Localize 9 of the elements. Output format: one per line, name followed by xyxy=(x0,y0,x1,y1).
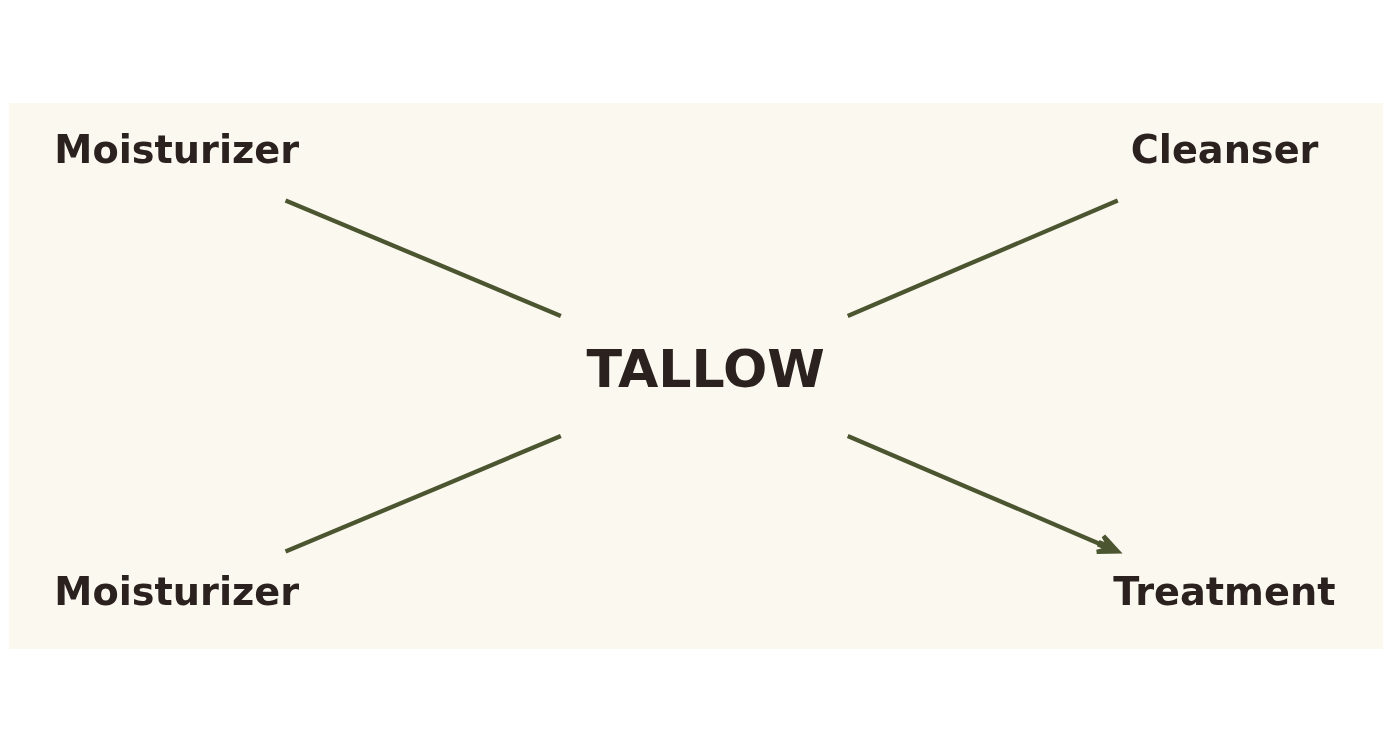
arrow xyxy=(846,434,1120,555)
node-text: Treatment xyxy=(1113,568,1336,614)
connector xyxy=(284,434,562,554)
node-text: Cleanser xyxy=(1130,127,1319,173)
node-text: TALLOW xyxy=(586,339,825,400)
connector xyxy=(846,198,1119,318)
connector xyxy=(284,198,562,318)
node-text: Moisturizer xyxy=(54,127,300,173)
node-text: Moisturizer xyxy=(54,568,300,614)
